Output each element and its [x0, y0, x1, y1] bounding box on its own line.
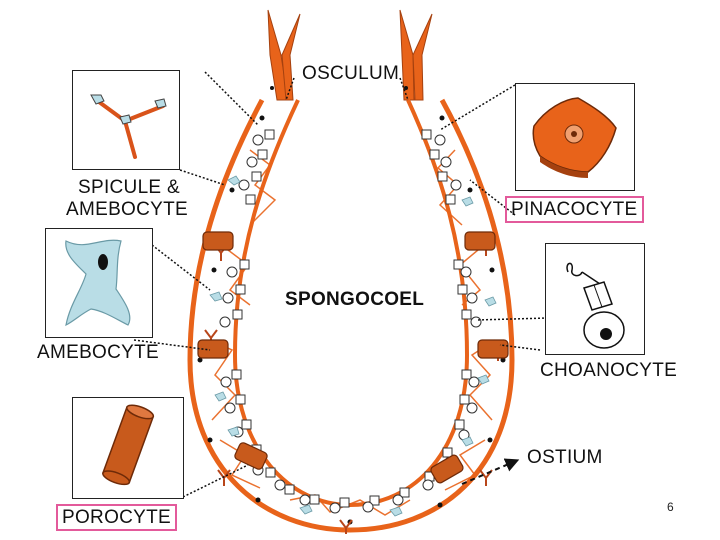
- amebocyte-icon: [65, 239, 131, 327]
- spongocoel-label: SPONGOCOEL: [285, 289, 425, 310]
- osculum-label: OSCULUM: [302, 63, 400, 84]
- spicule-icon: [90, 94, 167, 159]
- inner-wall: [232, 99, 470, 508]
- osculum-tips: [267, 9, 433, 101]
- porocyte-panel: [72, 397, 184, 499]
- page-number: 6: [667, 500, 674, 514]
- pinacocyte-panel: [515, 83, 635, 191]
- pinacocyte-label: PINACOCYTE: [505, 196, 644, 223]
- choanocyte-panel: [545, 243, 645, 355]
- porocyte-icon: [101, 404, 155, 486]
- ostium-arrow: [461, 458, 520, 485]
- choanocyte-label: CHOANOCYTE: [540, 360, 678, 381]
- spicule-amebocyte-label-line2: AMEBOCYTE: [66, 199, 188, 220]
- ostium-label: OSTIUM: [527, 447, 603, 468]
- pinacocyte-icon: [532, 97, 617, 178]
- outer-wall: [187, 98, 515, 533]
- choanocyte-row: [231, 129, 472, 508]
- amebocyte-label: AMEBOCYTE: [37, 342, 159, 363]
- spicule-amebocyte-label-line1: SPICULE &: [78, 177, 180, 198]
- spicule-amebocyte-panel: [72, 70, 180, 170]
- porocyte-label: POROCYTE: [56, 504, 178, 531]
- choanocyte-icon: [566, 262, 625, 349]
- amebocyte-panel: [45, 228, 153, 338]
